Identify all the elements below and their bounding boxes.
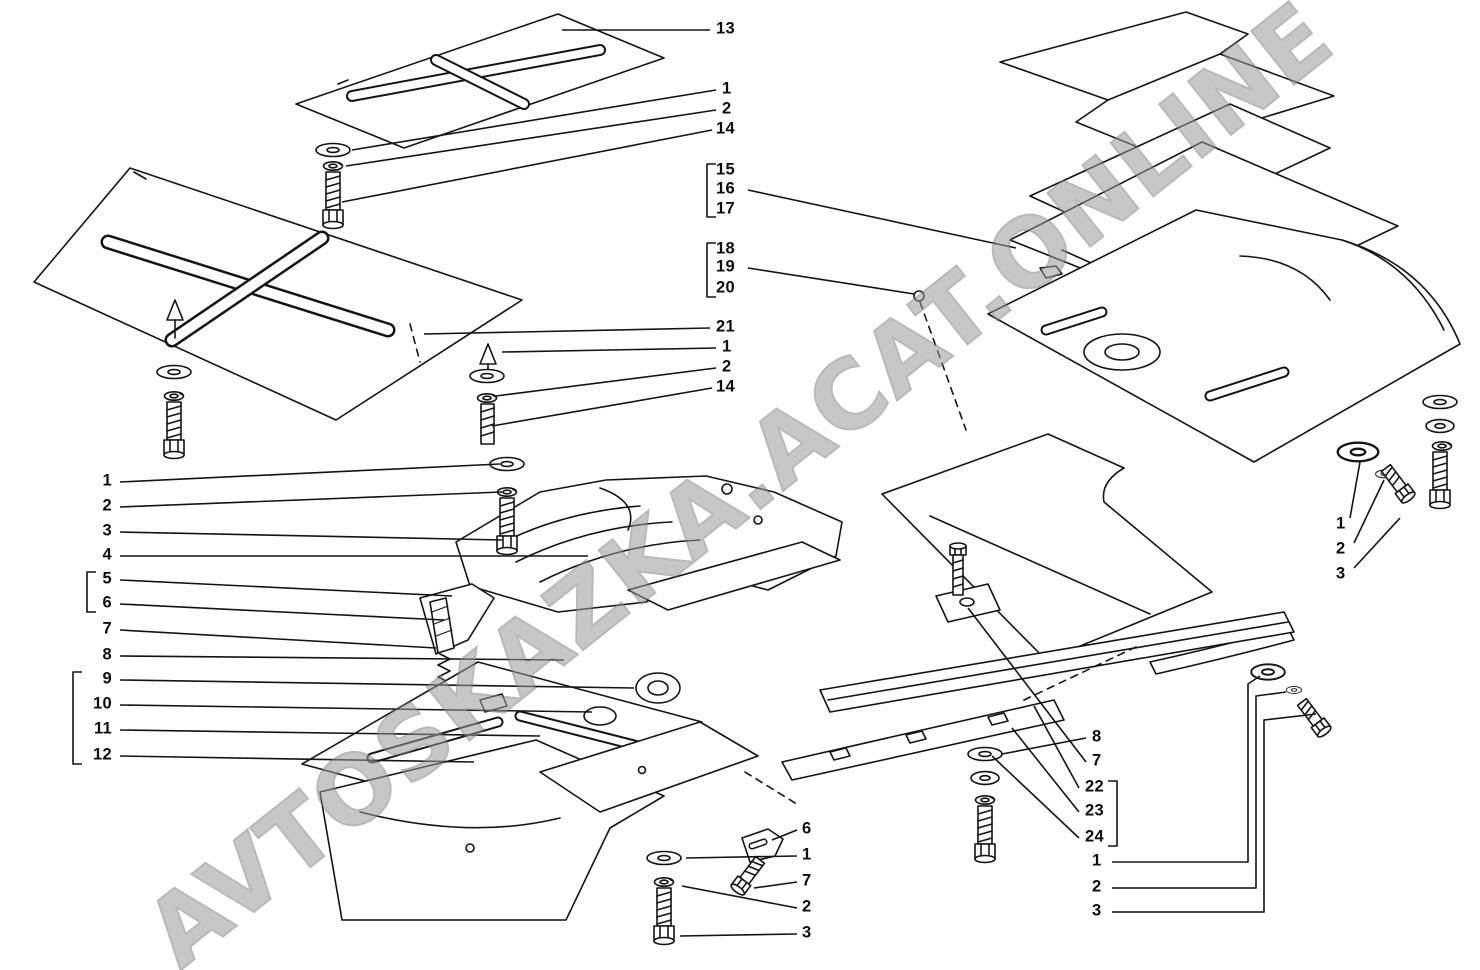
- spring-washer: [974, 794, 996, 806]
- bolt: [496, 497, 518, 556]
- flat-washer: [967, 746, 1003, 762]
- sill-bracket: [935, 583, 1001, 623]
- small-clip-bracket: [741, 828, 784, 863]
- screw: [1378, 462, 1418, 506]
- ring-washer: [1425, 418, 1455, 434]
- heat-shield: [455, 475, 843, 613]
- leader-end-marker: [913, 290, 925, 302]
- splash-panel-end-strip: [1149, 627, 1295, 675]
- bolt-assembly-bottom-center: [967, 746, 1003, 864]
- bolt-assembly-right-column: [1422, 394, 1458, 510]
- stud-assembly-center: [469, 343, 505, 445]
- center-splash-panel: [881, 433, 1213, 661]
- alignment-dash-line: [1023, 645, 1139, 701]
- screw-angled-bottom: [728, 854, 768, 898]
- bolt: [653, 887, 675, 946]
- large-washer: [1336, 441, 1380, 463]
- bolt-assembly-top: [315, 142, 351, 230]
- sill-bolt: [949, 542, 967, 596]
- spring-washer: [322, 161, 344, 171]
- flat-washer: [315, 142, 351, 158]
- bolt: [974, 805, 996, 864]
- spring-washer: [1431, 440, 1453, 452]
- large-washer: [1250, 663, 1286, 681]
- flat-washer: [489, 456, 525, 472]
- bolt: [163, 401, 185, 460]
- screw: [1294, 696, 1334, 740]
- sill-strip-lower: [781, 699, 1065, 781]
- alignment-dash-line-2: [919, 301, 967, 431]
- small-washer: [1285, 686, 1303, 694]
- flat-washer: [469, 368, 505, 384]
- top-cross-panel: [295, 13, 665, 149]
- ring-washer: [970, 770, 1000, 786]
- washer-screw-lower-right: [1250, 663, 1334, 740]
- spring-washer: [653, 876, 675, 888]
- washer-screw-right: [1336, 441, 1418, 506]
- grommet-ring: [635, 672, 681, 704]
- bolt: [1429, 451, 1451, 510]
- mudguard-right-flap: [539, 721, 801, 813]
- spring-washer: [496, 486, 518, 498]
- spring-washer: [163, 390, 185, 402]
- engine-guard-panel: [987, 209, 1461, 463]
- bolt-assembly-bottom-left: [646, 850, 682, 946]
- flat-washer: [1422, 394, 1458, 410]
- bolt: [322, 171, 344, 230]
- front-guard-large-panel: [33, 167, 523, 421]
- spring-washer: [476, 392, 498, 404]
- flat-washer: [646, 850, 682, 866]
- flat-washer: [156, 364, 192, 380]
